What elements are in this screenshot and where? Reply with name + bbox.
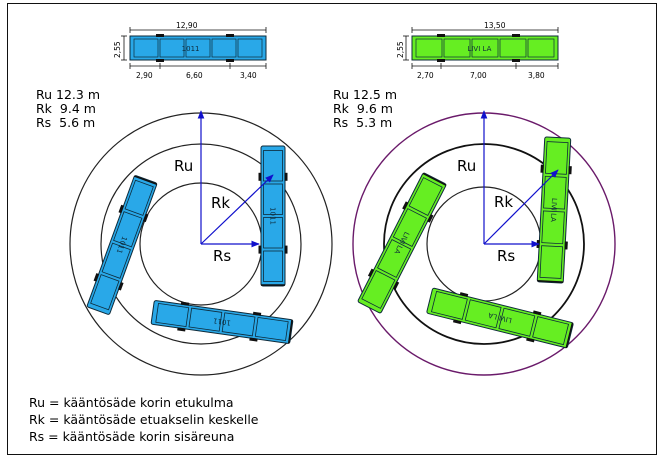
right-ru-label: Ru (457, 157, 477, 175)
left-bus-bottom-front (287, 319, 293, 344)
left-rs-label: Rs (213, 247, 232, 265)
right-bus-plan: LIVI LA (403, 27, 559, 69)
left-bus-left-front (134, 175, 158, 185)
left-bus-right-wheel (284, 245, 288, 254)
right-rk-arrow (483, 169, 559, 245)
right-stat-ru: Ru 12.5 m (333, 87, 398, 102)
diagram-frame (7, 3, 657, 455)
right-rk-label: Rk (494, 193, 514, 211)
left-bus-bottom-panel (254, 317, 289, 341)
right-bus-plan-body (411, 35, 559, 61)
left-stat-rk: Rk 9.4 m (36, 101, 96, 116)
left-bus-bottom-panel (188, 307, 223, 332)
left-bus-bottom-wheel (252, 311, 262, 316)
left-dim-front: 2,90 (136, 71, 153, 80)
left-bus-right-panel (263, 250, 283, 282)
right-bus-bottom-panel (498, 307, 536, 337)
right-bus-left: LIVI LA (357, 172, 447, 314)
right-bus-right: LIVI LA (536, 136, 572, 284)
left-bus-left-panel (124, 179, 154, 216)
right-bus-right-label: LIVI LA (549, 198, 558, 222)
right-bus-bottom-wheel (526, 337, 535, 343)
left-dim-wheelbase: 6,60 (186, 71, 203, 80)
left-bus-left-wheel (118, 282, 124, 291)
left-bus-left: 1011 (86, 175, 158, 315)
right-stat-rs: Rs 5.3 m (333, 115, 393, 130)
right-bus-right-front (537, 279, 564, 283)
left-bus-right-wheel (258, 245, 262, 254)
legend-rk: Rk = kääntösäde etuakselin keskelle (29, 412, 259, 427)
left-bus-plan-label: 1011 (182, 45, 200, 53)
left-bus-bottom-label: 1011 (213, 316, 232, 326)
legend-ru: Ru = kääntösäde korin etukulma (29, 395, 234, 410)
left-bus-left-panel (90, 274, 120, 311)
left-bus-plan: 1011 (121, 27, 267, 69)
left-bus-bottom-panel (155, 303, 190, 327)
right-bus-left-panel (392, 208, 427, 247)
right-dim-front: 2,70 (417, 71, 434, 80)
left-bus-bottom-wheel (180, 301, 190, 306)
left-bus-left-wheel (142, 213, 149, 223)
right-bus-left-panel (377, 239, 412, 278)
right-bus-bottom: LIVI LA (426, 287, 574, 349)
left-bus-right-label: 1011 (269, 207, 277, 225)
right-dim-rear: 3,80 (528, 71, 545, 80)
right-dim-wheelbase: 7,00 (470, 71, 487, 80)
right-bus-right-wheel (540, 164, 544, 173)
right-rs-label: Rs (497, 247, 516, 265)
left-bus-right-wheel (284, 172, 288, 181)
right-bus-right-panel (541, 210, 565, 245)
left-rk-label: Rk (211, 194, 231, 212)
left-rk-arrow (200, 174, 274, 245)
left-bus-bottom-body (150, 300, 294, 344)
left-bus-left-body (86, 175, 158, 315)
left-bus-left-wheel (93, 273, 100, 282)
right-bus-left-body (357, 172, 447, 314)
left-stat-rs: Rs 5.6 m (36, 115, 96, 130)
right-bus-right-panel (539, 245, 564, 279)
left-bus-right-wheel (258, 172, 262, 181)
right-bus-right-wheel (564, 241, 568, 250)
legend-rs: Rs = kääntösäde korin sisäreuna (29, 429, 235, 444)
left-bus-right-panel (263, 183, 283, 215)
left-bus-left-panel (101, 242, 131, 279)
left-bus-left-panel (113, 211, 143, 248)
left-dim-length: 12,90 (176, 21, 198, 30)
left-bus-right-panel (263, 217, 283, 249)
right-bus-left-wheel (427, 214, 434, 223)
right-dim-length: 13,50 (484, 21, 506, 30)
left-bus-bottom-panel (221, 312, 256, 337)
left-dim-rear: 3,40 (240, 71, 257, 80)
right-bus-right-wheel (568, 166, 572, 175)
right-radius-arrows (480, 110, 559, 248)
right-bus-bottom-panel (430, 290, 468, 320)
left-bus-bottom-wheel (177, 327, 186, 332)
right-bus-left-panel (361, 269, 396, 309)
right-stat-rk: Rk 9.6 m (333, 101, 393, 116)
left-ru-label: Ru (174, 157, 194, 175)
right-bus-bottom-body (426, 287, 574, 349)
right-bus-left-wheel (402, 201, 409, 210)
left-bus-bottom: 1011 (150, 300, 294, 344)
right-bus-bottom-front (565, 322, 574, 349)
right-bus-bottom-panel (464, 299, 502, 329)
right-dim-height: 2,55 (396, 41, 405, 58)
left-bus-bottom-wheel (249, 337, 258, 342)
left-bus-plan-body (129, 35, 267, 61)
right-bus-left-panel (408, 177, 443, 217)
right-bus-bottom-panel (532, 316, 570, 346)
left-stat-ru: Ru 12.3 m (36, 87, 101, 102)
right-bus-bottom-wheel (452, 319, 462, 325)
right-bus-left-wheel (367, 268, 375, 278)
left-dim-height: 2,55 (113, 41, 122, 58)
right-bus-left-front (422, 172, 447, 186)
right-bus-bottom-wheel (459, 292, 469, 298)
left-radius-arrows (197, 110, 274, 248)
left-bus-right: 1011 (258, 145, 288, 287)
right-bus-plan-label: LIVI LA (467, 45, 491, 53)
right-bus-bottom-wheel (532, 310, 542, 316)
left-bus-left-wheel (118, 204, 125, 214)
right-bus-left-wheel (392, 281, 400, 290)
